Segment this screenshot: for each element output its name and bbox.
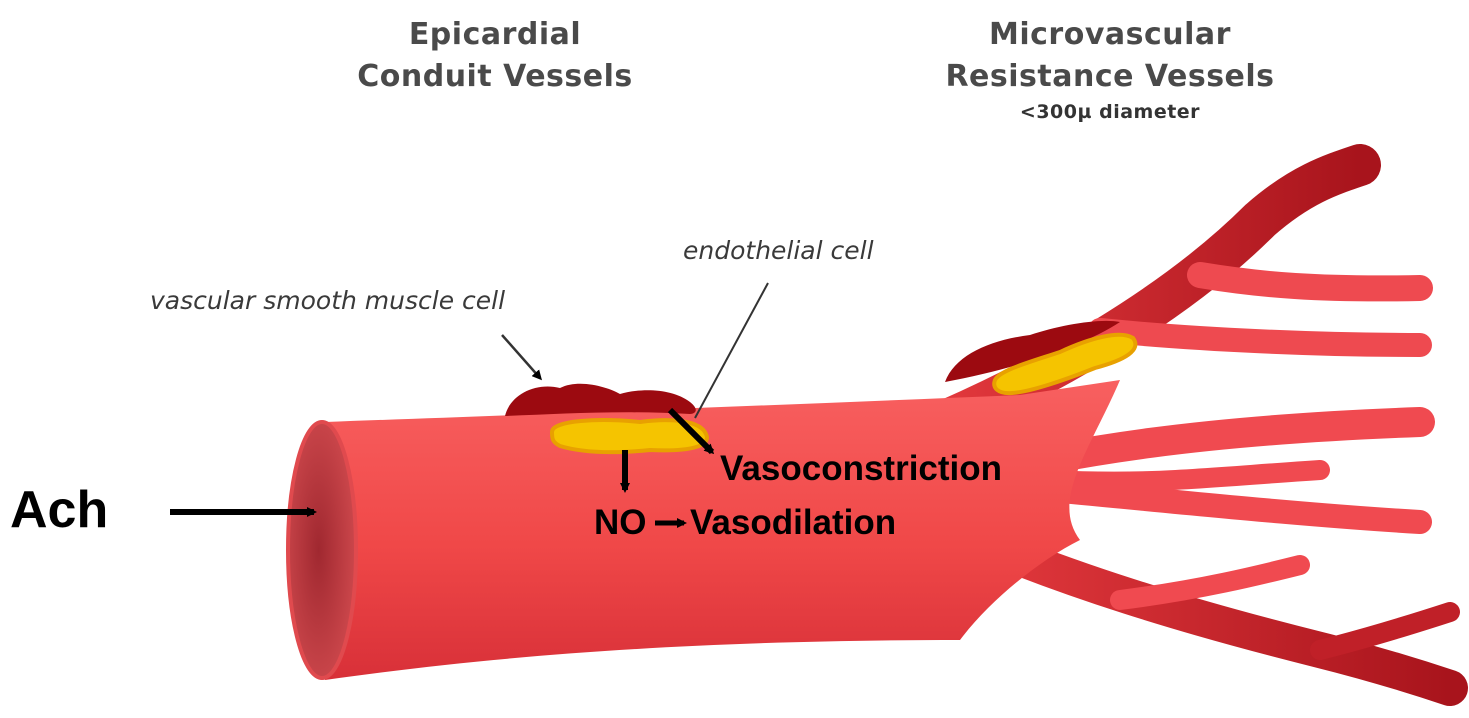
endothelial-label: endothelial cell [683,236,874,265]
epicardial-heading-line1: Epicardial [330,14,660,56]
vasoconstriction-label: Vasoconstriction [720,449,1002,489]
lower-twig-2 [1320,612,1450,650]
microvascular-diameter-note: <300µ diameter [930,98,1290,126]
upper-twig-1 [1200,275,1420,288]
microvascular-heading-line2: Resistance Vessels [930,56,1290,98]
endothelial-pointer [695,283,768,418]
epicardial-heading: Epicardial Conduit Vessels [330,14,660,98]
microvascular-heading: Microvascular Resistance Vessels <300µ d… [930,14,1290,126]
lower-twig-1 [1120,565,1300,600]
smooth-muscle-label: vascular smooth muscle cell [150,286,505,315]
ach-label: Ach [10,480,108,540]
smooth-muscle-cell-main [505,384,696,416]
epicardial-heading-line2: Conduit Vessels [330,56,660,98]
middle-twig-1 [1050,470,1320,482]
vasodilation-label: Vasodilation [690,503,896,543]
upper-twig-2 [1100,330,1420,345]
microvascular-heading-line1: Microvascular [930,14,1290,56]
middle-twig-2 [1050,490,1420,522]
smooth-muscle-pointer [502,335,540,378]
vessel-lumen [288,422,356,678]
no-label: NO [594,503,647,543]
